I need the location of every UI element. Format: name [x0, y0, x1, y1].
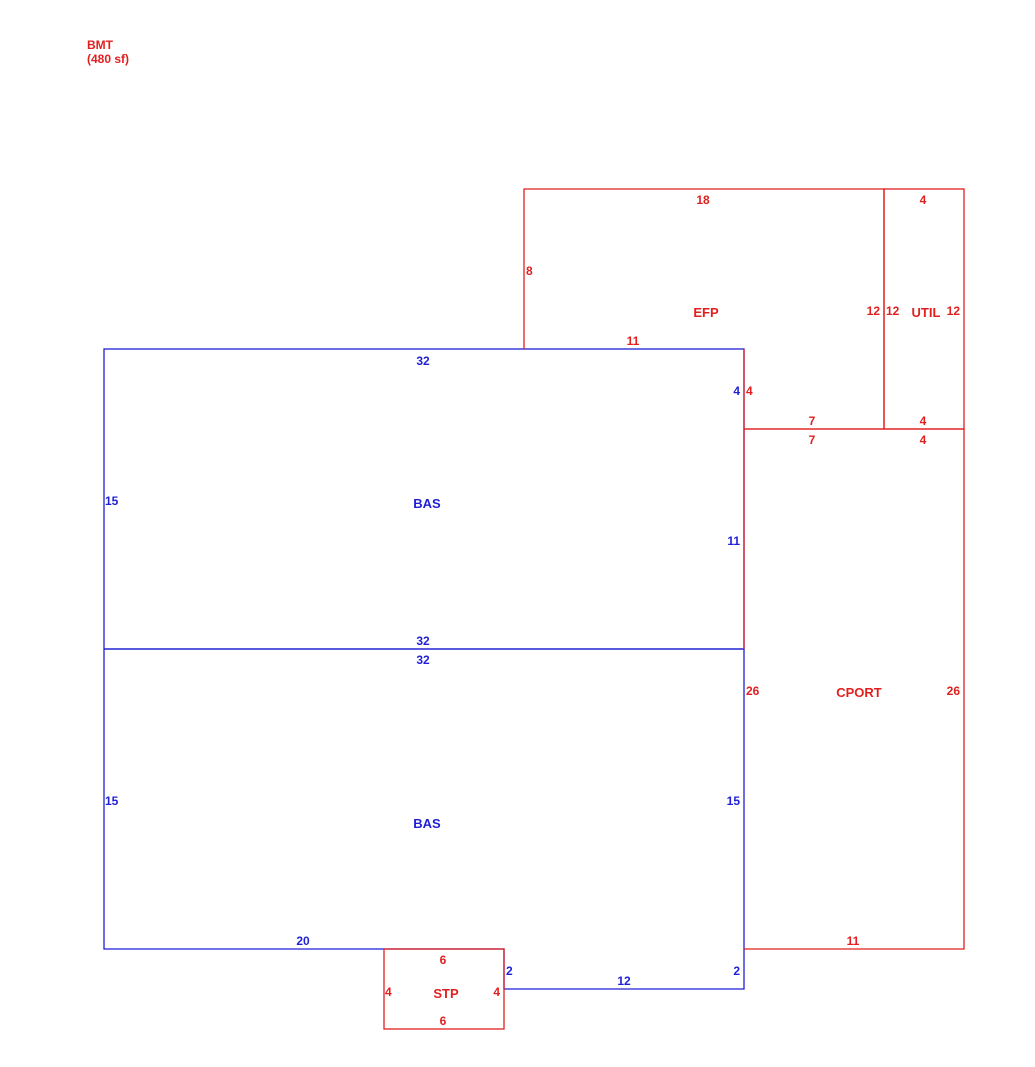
dim-bas-upper-bottom: 32	[416, 634, 430, 648]
area-stp: STP 6 4 4 6	[383, 948, 505, 1030]
area-cport: CPORT 7 4 26 26 11	[743, 428, 965, 950]
stp-outline	[383, 948, 505, 1030]
dim-stp-left: 4	[385, 985, 392, 999]
dim-stp-right: 4	[493, 985, 500, 999]
area-bas-lower: BAS 32 15 15 20 2 12 2	[103, 648, 745, 990]
dim-stp-bottom: 6	[440, 1014, 447, 1028]
dim-util-bottom: 4	[920, 414, 927, 428]
dim-bas-upper-left: 15	[105, 494, 119, 508]
dim-efp-right: 12	[867, 304, 881, 318]
dim-efp-bottom-b: 7	[809, 414, 816, 428]
dim-cport-top-b: 4	[920, 433, 927, 447]
cport-label: CPORT	[836, 685, 882, 700]
dim-efp-top: 18	[696, 193, 710, 207]
dim-efp-bottom-a: 11	[627, 334, 640, 348]
dim-util-top: 4	[920, 193, 927, 207]
bmt-area: (480 sf)	[87, 52, 130, 66]
area-efp: EFP 18 8 11 12 4 7	[523, 188, 885, 430]
dim-stp-top: 6	[440, 953, 447, 967]
bas-lower-label: BAS	[413, 816, 441, 831]
dim-bas-lower-bottom-b: 12	[617, 974, 631, 988]
dim-bas-lower-notch-left: 2	[506, 964, 513, 978]
dim-efp-left: 8	[526, 264, 533, 278]
dim-cport-bottom: 11	[847, 934, 860, 948]
dim-bas-lower-left: 15	[105, 794, 119, 808]
bmt-label: BMT (480 sf)	[87, 38, 129, 66]
util-label: UTIL	[912, 305, 941, 320]
dim-cport-left: 26	[746, 684, 760, 698]
dim-bas-upper-right-a: 4	[733, 384, 740, 398]
dim-cport-right: 26	[947, 684, 961, 698]
dim-util-right: 12	[947, 304, 961, 318]
dim-cport-top-a: 7	[809, 433, 816, 447]
bas-upper-label: BAS	[413, 496, 441, 511]
dim-bas-lower-right: 15	[727, 794, 741, 808]
dim-util-left: 12	[886, 304, 900, 318]
efp-label: EFP	[693, 305, 719, 320]
dim-efp-right-inner: 4	[746, 384, 753, 398]
dim-bas-upper-right-b: 11	[727, 534, 740, 548]
dim-bas-lower-bottom-a: 20	[296, 934, 310, 948]
dim-bas-upper-top: 32	[416, 354, 430, 368]
area-util: UTIL 4 12 12 4	[883, 188, 965, 430]
dim-bas-lower-notch-right: 2	[733, 964, 740, 978]
area-bas-upper: BAS 32 15 4 11 32	[103, 348, 745, 650]
cport-outline	[744, 428, 965, 950]
dim-bas-lower-top: 32	[416, 653, 430, 667]
bmt-name: BMT	[87, 38, 113, 52]
stp-label: STP	[433, 986, 459, 1001]
